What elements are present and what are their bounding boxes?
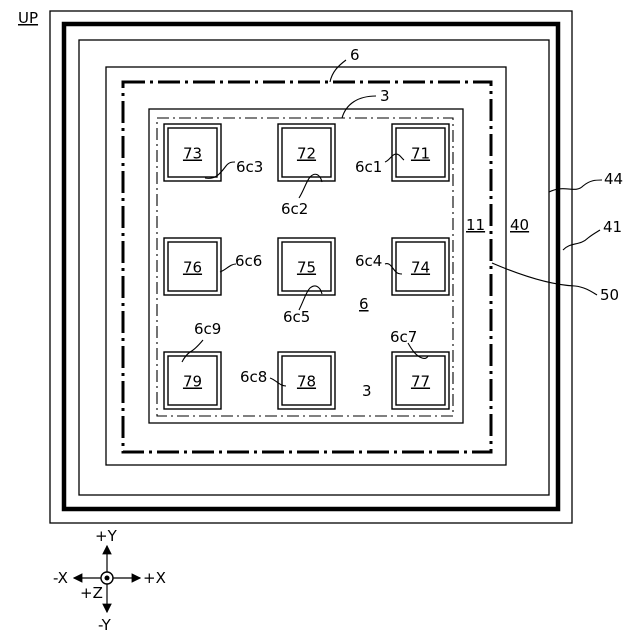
callout-label: 6c6 (235, 252, 262, 270)
label-11: 11 (466, 216, 485, 234)
pad-id-label: 71 (411, 145, 430, 163)
pad-grid: 73 72 71 76 75 74 79 78 77 (164, 124, 449, 409)
label-40: 40 (510, 216, 529, 234)
label-50: 50 (600, 286, 619, 304)
pad-72: 72 (278, 124, 335, 181)
axis-plus-x: +X (143, 569, 166, 587)
callout-label: 6c3 (236, 158, 263, 176)
axis-plus-z: +Z (80, 584, 103, 602)
leader-50 (492, 263, 597, 295)
leader-6c4 (385, 264, 402, 274)
leader-6c1 (385, 154, 404, 162)
pad-id-label: 72 (297, 145, 316, 163)
pad-71: 71 (392, 124, 449, 181)
callout-label: 6c7 (390, 328, 417, 346)
label-3-bottom: 3 (362, 382, 372, 400)
leader-6c3 (205, 162, 235, 178)
pad-id-label: 78 (297, 373, 316, 391)
callout-label: 6c8 (240, 368, 267, 386)
pad-id-label: 73 (183, 145, 202, 163)
leader-6c2 (299, 174, 322, 198)
pad-75: 75 (278, 238, 335, 295)
label-41: 41 (603, 218, 622, 236)
leader-3-top (342, 96, 376, 118)
label-44: 44 (604, 170, 623, 188)
pad-id-label: 76 (183, 259, 202, 277)
callout-label: 6c9 (194, 320, 221, 338)
pad-id-label: 75 (297, 259, 316, 277)
pad-74: 74 (392, 238, 449, 295)
leader-6c5 (299, 286, 322, 310)
label-3-top: 3 (380, 87, 390, 105)
callout-label: 6c4 (355, 252, 382, 270)
pad-id-label: 74 (411, 259, 430, 277)
axis-plus-y: +Y (95, 527, 118, 545)
axis-indicator (74, 546, 140, 612)
pad-73: 73 (164, 124, 221, 181)
pad-id-label: 79 (183, 373, 202, 391)
leader-6c6 (220, 264, 236, 272)
pad-79: 79 (164, 352, 221, 409)
label-6-center: 6 (359, 295, 369, 313)
leader-6c9 (182, 340, 203, 362)
label-6-top: 6 (350, 46, 360, 64)
axis-minus-y: -Y (98, 616, 112, 634)
pad-76: 76 (164, 238, 221, 295)
callout-label: 6c2 (281, 200, 308, 218)
pad-id-label: 77 (411, 373, 430, 391)
callout-label: 6c5 (283, 308, 310, 326)
axis-minus-x: -X (53, 569, 68, 587)
up-label: UP (18, 9, 38, 27)
leader-6-top (330, 60, 346, 82)
leader-41 (563, 230, 600, 250)
pad-77: 77 (392, 352, 449, 409)
pad-78: 78 (278, 352, 335, 409)
callout-label: 6c1 (355, 158, 382, 176)
